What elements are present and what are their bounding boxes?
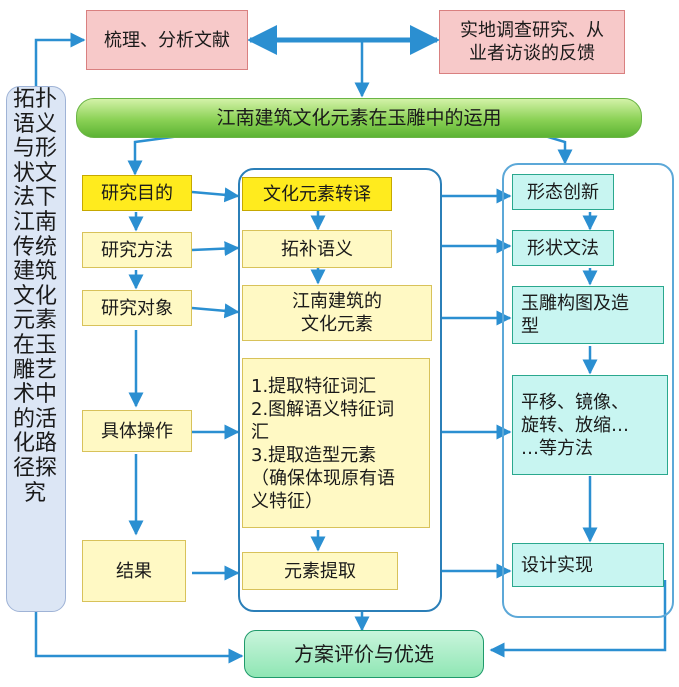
cultural-translation-box: 文化元素转译 <box>242 177 392 211</box>
arrow-method-to-semantics <box>191 241 240 257</box>
arrow-side-to-literature <box>34 32 86 86</box>
arrow-object-to-elements <box>191 303 240 319</box>
literature-review-box: 梳理、分析文献 <box>86 10 248 70</box>
application-banner: 江南建筑文化元素在玉雕中的运用 <box>76 98 642 138</box>
arrow-purpose-to-translate <box>191 187 240 203</box>
topology-semantics-box: 拓补语义 <box>242 230 392 268</box>
research-object-box: 研究对象 <box>82 290 192 326</box>
evaluation-box: 方案评价与优选 <box>244 630 484 678</box>
shape-grammar-box: 形状文法 <box>512 230 614 266</box>
architecture-elements-box: 江南建筑的 文化元素 <box>242 285 432 341</box>
transform-methods-box: 平移、镜像、 旋转、放缩… …等方法 <box>512 375 668 475</box>
side-title: 拓扑语义与形状文法下江南传统建筑文化元素在玉雕艺术中的活化路径探究 <box>12 87 57 506</box>
extraction-steps-box: 1.提取特征词汇 2.图解语义特征词 汇 3.提取造型元素 （确保体现原有语 义… <box>242 358 430 528</box>
arrow-side-to-evaluation <box>34 610 244 664</box>
side-title-panel <box>6 86 66 612</box>
center-frame <box>238 168 442 612</box>
field-research-box: 实地调查研究、从 业者访谈的反馈 <box>439 10 625 74</box>
jade-composition-box: 玉雕构图及造 型 <box>512 286 664 344</box>
design-realization-box: 设计实现 <box>512 543 664 587</box>
arrow-banner-to-innovation <box>544 134 573 165</box>
research-method-box: 研究方法 <box>82 232 192 268</box>
element-extraction-box: 元素提取 <box>242 552 398 590</box>
right-frame <box>502 163 674 618</box>
form-innovation-box: 形态创新 <box>512 174 614 210</box>
result-box: 结果 <box>82 540 186 602</box>
research-purpose-box: 研究目的 <box>82 175 192 211</box>
arrow-banner-to-purpose <box>127 134 181 176</box>
operation-box: 具体操作 <box>82 410 192 452</box>
